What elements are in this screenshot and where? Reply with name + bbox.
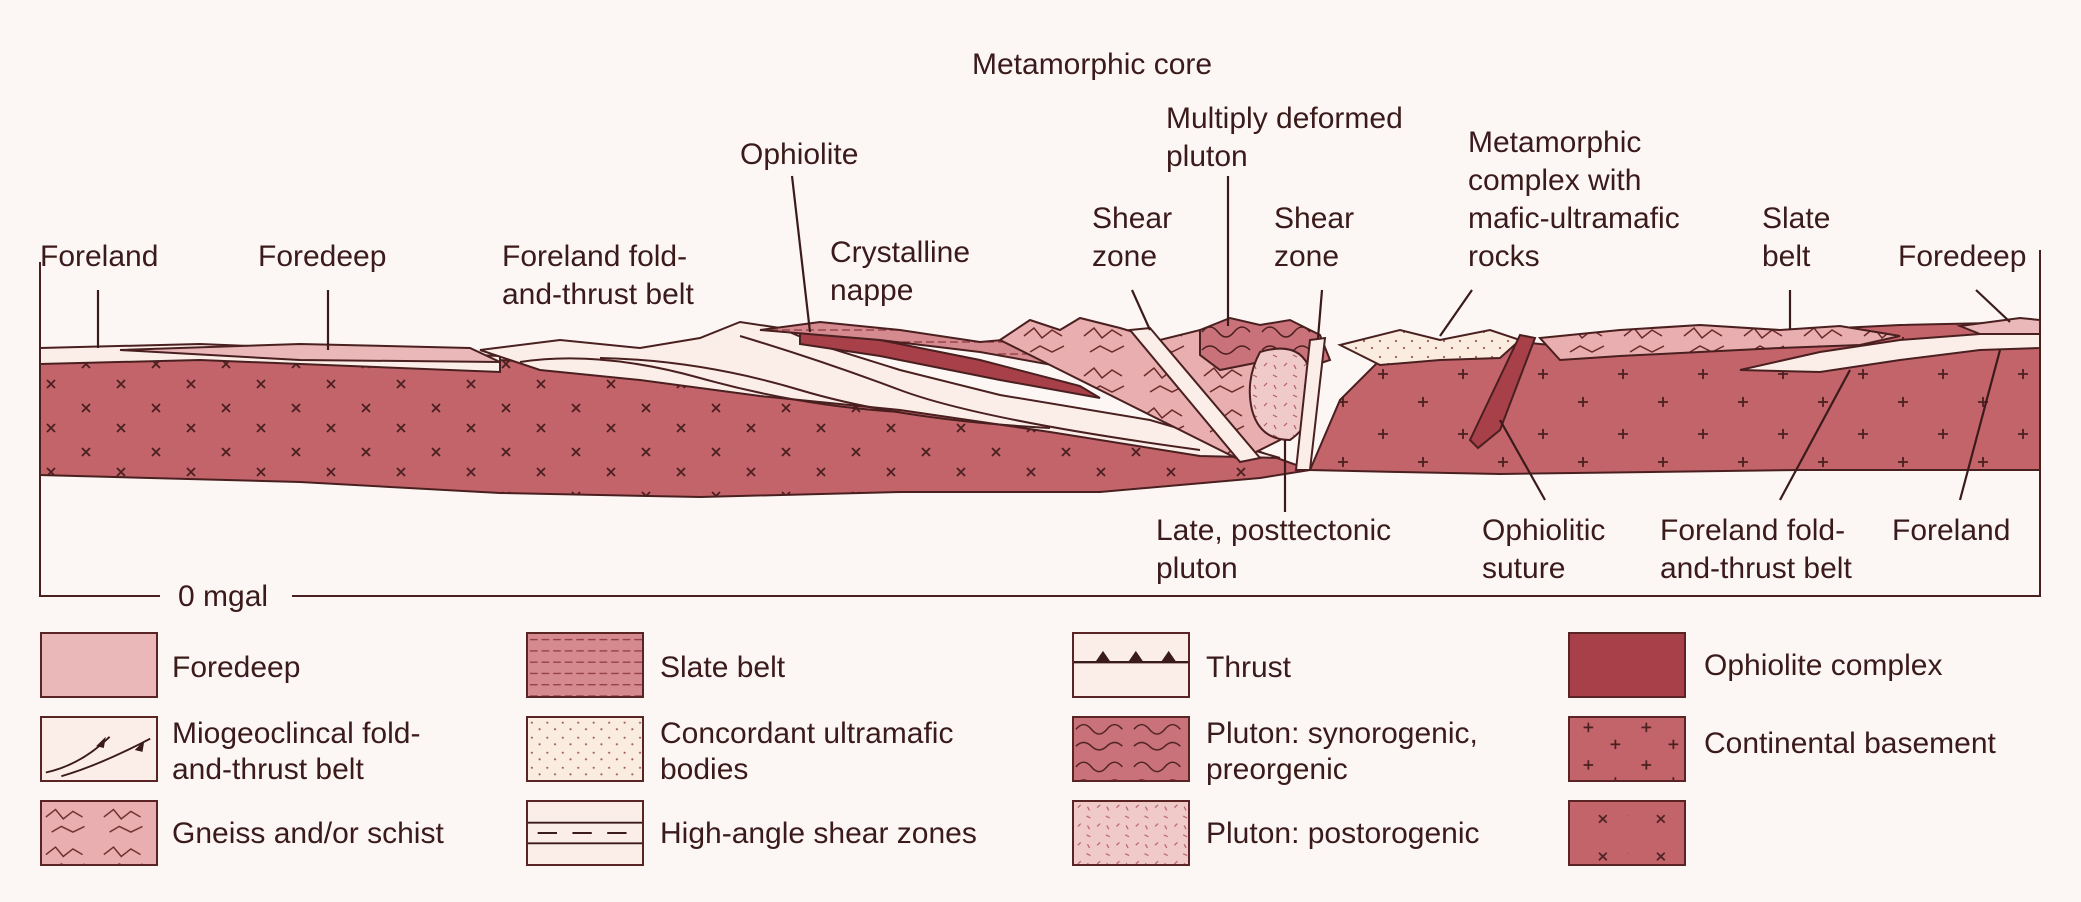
leader-fold-right — [1779, 369, 1851, 501]
shear-zone-right-strip — [1294, 336, 1327, 471]
thrust-line-3 — [739, 335, 1201, 451]
leader-suture — [1499, 419, 1546, 501]
leader-metamorphic-complex — [1439, 289, 1473, 337]
label-foreland-left: Foreland — [40, 240, 158, 273]
leader-ophiolite — [790, 175, 812, 333]
ophiolitic-suture — [1468, 333, 1537, 450]
label-foredeep-right: Foredeep — [1898, 240, 2026, 273]
label-metamorphic-core: Metamorphic core — [972, 48, 1212, 81]
foredeep-left — [119, 342, 501, 363]
label-foreland-fold-right: Foreland fold-and-thrust belt — [1660, 514, 1852, 585]
leader-shear-left — [1130, 289, 1152, 331]
foredeep-right — [1956, 316, 2041, 335]
label-gravity-zero: 0 mgal — [178, 580, 268, 613]
fold-thrust-belt-right — [1739, 330, 2041, 374]
label-foredeep-left: Foredeep — [258, 240, 386, 273]
late-posttectonic-pluton — [1248, 347, 1314, 442]
shear-zone-left-strip — [1128, 326, 1262, 464]
fold-thrust-belt-left — [479, 320, 1281, 459]
thrust-line-2 — [599, 357, 1051, 429]
thrust-line-1 — [519, 357, 901, 413]
label-ophiolite: Ophiolite — [740, 138, 858, 171]
label-foreland-right: Foreland — [1892, 514, 2010, 547]
leader-shear-right — [1316, 289, 1324, 339]
leader-foredeep-right — [1975, 289, 2011, 323]
ophiolite-slab — [799, 330, 1101, 399]
slate-belt-right — [1537, 323, 1901, 362]
label-foreland-fold-left: Foreland fold-and-thrust belt — [502, 240, 694, 311]
leader-foreland-right — [1958, 349, 2002, 501]
